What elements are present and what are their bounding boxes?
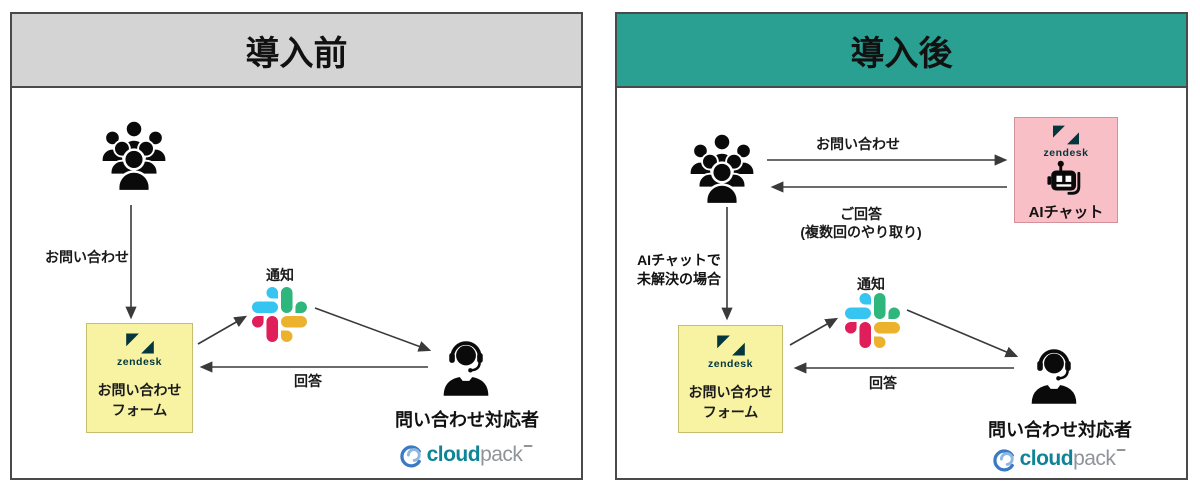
form-box-line2: フォーム [702, 404, 759, 421]
cloudpack-pack-text: pack [1073, 447, 1116, 470]
headset-agent-icon [443, 341, 489, 396]
inquiry-label: お問い合わせ [45, 249, 129, 265]
zendesk-logo-icon [1053, 125, 1079, 145]
panel-after: 導入後 [615, 12, 1188, 480]
inquiry-label: お問い合わせ [816, 136, 900, 152]
notify-label: 通知 [857, 276, 885, 292]
robot-icon [1047, 160, 1081, 195]
arrow-slack-to-agent [906, 309, 1019, 358]
panel-before: 導入前 [10, 12, 583, 480]
agent-label: 問い合わせ対応者 [988, 420, 1132, 440]
zendesk-brand-label: zendesk [117, 356, 162, 368]
cloudpack-logo: cloud pack [991, 446, 1126, 472]
zendesk-logo-icon [125, 333, 154, 354]
panel-after-title: 導入後 [850, 34, 953, 73]
form-box-line1: お問い合わせ [688, 384, 773, 400]
slack-icon [845, 293, 900, 348]
unresolved-label-line2: 未解決の場合 [637, 270, 721, 287]
form-box-line2: フォーム [111, 402, 168, 419]
zendesk-form-box: zendesk お問い合わせ フォーム [678, 325, 783, 433]
cloudpack-swirl-icon [400, 445, 421, 468]
answer-note-label: (複数回のやり取り) [800, 224, 922, 241]
form-box-line1: お問い合わせ [97, 382, 182, 398]
zendesk-form-box: zendesk お問い合わせ フォーム [86, 323, 193, 433]
cloudpack-cloud-text: cloud [426, 443, 481, 466]
arrow-slack-to-agent [314, 307, 432, 352]
arrow-form-to-slack [789, 317, 839, 346]
answer-label: ご回答 [839, 206, 882, 222]
users-icon [100, 119, 168, 193]
cloudpack-swirl-icon [993, 449, 1014, 472]
notify-label: 通知 [266, 267, 294, 283]
arrow-form-to-slack [197, 315, 248, 345]
cloudpack-cloud-text: cloud [1019, 447, 1074, 470]
users-icon [688, 132, 756, 206]
panel-before-header: 導入前 [12, 14, 581, 88]
ai-chat-label: AIチャット [1028, 204, 1104, 221]
reply-label: 回答 [869, 375, 897, 391]
ai-chat-box: zendesk AIチャット [1014, 117, 1118, 223]
zendesk-logo-icon [716, 335, 745, 356]
panel-before-title: 導入前 [245, 34, 348, 73]
cloudpack-trademark-accent [1116, 449, 1126, 451]
cloudpack-logo: cloud pack [398, 442, 533, 468]
agent-label: 問い合わせ対応者 [395, 410, 539, 430]
slack-icon [252, 287, 307, 342]
reply-label: 回答 [294, 373, 322, 389]
panel-after-header: 導入後 [617, 14, 1186, 88]
zendesk-brand-label: zendesk [708, 358, 753, 370]
headset-agent-icon [1031, 349, 1077, 404]
cloudpack-pack-text: pack [480, 443, 523, 466]
zendesk-brand-label: zendesk [1043, 147, 1089, 159]
cloudpack-trademark-accent [523, 445, 533, 447]
unresolved-label-line1: AIチャットで [637, 252, 721, 268]
